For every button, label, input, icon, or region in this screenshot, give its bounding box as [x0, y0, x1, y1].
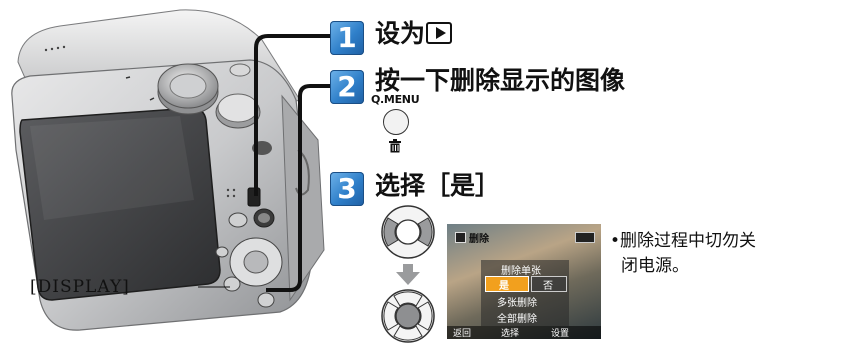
step-1-text: 设为	[375, 14, 453, 50]
step-3-text: 选择［是］	[375, 171, 501, 200]
menu-item-yes-label: 是	[499, 281, 509, 292]
note: •删除过程中切勿关 闭电源。	[610, 229, 756, 279]
step-2-badge: 2	[330, 70, 364, 104]
screen-header: 删除	[469, 234, 489, 245]
qmenu-delete-button[interactable]	[383, 109, 409, 135]
step-1-label: 设为	[375, 19, 426, 48]
battery-icon	[575, 232, 595, 243]
screen-trash-icon	[455, 232, 466, 243]
menu-item-no[interactable]	[531, 276, 567, 292]
menu-item-delete-all: 全部删除	[497, 314, 537, 325]
footer-select: 选择	[501, 329, 520, 339]
menu-panel	[481, 260, 569, 326]
cross-pad-left-right[interactable]	[380, 204, 436, 260]
camera-illustration	[11, 9, 330, 331]
footer-return: 返回	[453, 329, 472, 339]
footer-set: 设置	[551, 329, 570, 339]
step-2-text: 按一下删除显示的图像	[375, 66, 626, 95]
menu-item-no-label: 否	[543, 281, 553, 292]
note-line-2: 闭电源。	[621, 256, 689, 276]
menu-item-delete-single: 删除单张	[501, 266, 541, 277]
play-icon	[426, 22, 453, 44]
camera-lcd-screen: 删除 删除单张 是 否 多张删除 全部删除 返回 选择 设置	[447, 224, 601, 339]
down-arrow-icon	[396, 264, 420, 285]
menu-item-multi-delete: 多张删除	[497, 298, 537, 309]
display-button-label: [DISPLAY]	[30, 277, 130, 297]
pointer-line-1	[326, 34, 332, 38]
menu-item-yes[interactable]	[485, 276, 529, 292]
note-line-1: •删除过程中切勿关	[610, 231, 757, 251]
step-1-badge: 1	[330, 21, 364, 55]
qmenu-label: Q.MENU	[371, 93, 420, 106]
screen-footer	[447, 326, 601, 339]
cross-pad-set[interactable]	[380, 288, 436, 344]
step-3-badge: 3	[330, 172, 364, 206]
trash-icon	[389, 139, 401, 153]
